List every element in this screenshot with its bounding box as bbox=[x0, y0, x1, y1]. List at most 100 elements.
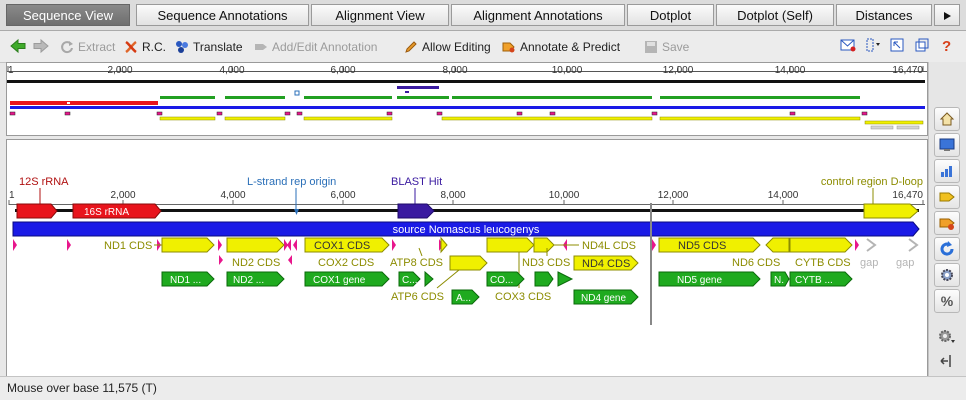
tab-sequence-view[interactable]: Sequence View bbox=[6, 4, 130, 26]
cds-row-2[interactable] bbox=[449, 255, 639, 271]
translate-button[interactable]: Translate bbox=[175, 38, 243, 56]
tab-bar: Sequence View Sequence Annotations Align… bbox=[0, 0, 966, 31]
overview-tick-16470: 16,470 bbox=[892, 65, 923, 76]
label-gap-1: gap bbox=[860, 257, 878, 269]
label-gap-2: gap bbox=[896, 257, 914, 269]
tab-alignment-annotations[interactable]: Alignment Annotations bbox=[451, 4, 625, 26]
email-icon[interactable] bbox=[840, 38, 856, 56]
allow-editing-label: Allow Editing bbox=[422, 40, 491, 54]
gear-options-icon[interactable] bbox=[934, 325, 958, 347]
save-button[interactable]: Save bbox=[644, 38, 689, 56]
feature-source[interactable] bbox=[12, 221, 920, 237]
label-nd5-cds: ND5 CDS bbox=[678, 240, 726, 252]
detail-tick-12000: 12,000 bbox=[658, 190, 689, 201]
split-view-icon[interactable] bbox=[915, 38, 929, 56]
overview-tick-8000: 8,000 bbox=[442, 65, 467, 76]
overview-tick-12000: 12,000 bbox=[663, 65, 694, 76]
reverse-complement-icon bbox=[125, 40, 137, 54]
gene-small-1[interactable] bbox=[424, 270, 434, 288]
label-co-gene: CO... bbox=[490, 275, 513, 286]
home-icon[interactable] bbox=[934, 107, 960, 131]
label-l-strand-origin: L-strand rep origin bbox=[247, 176, 336, 188]
add-edit-annotation-label: Add/Edit Annotation bbox=[272, 40, 378, 54]
gene-atp6[interactable] bbox=[451, 289, 480, 305]
label-cox3-cds: COX3 CDS bbox=[495, 291, 551, 303]
detail-tick-10000: 10,000 bbox=[549, 190, 580, 201]
label-cox1-cds: COX1 CDS bbox=[314, 240, 370, 252]
overview-trnas bbox=[9, 111, 868, 116]
monitor-icon[interactable] bbox=[934, 133, 960, 157]
overview-source bbox=[10, 106, 925, 109]
overview-blast-hit bbox=[397, 86, 439, 89]
tab-dotplot-self[interactable]: Dotplot (Self) bbox=[716, 4, 834, 26]
annotation-arrow-side-icon[interactable] bbox=[934, 185, 960, 209]
sequence-detail-panel[interactable]: 1 2,000 4,000 6,000 8,000 10,000 12,000 … bbox=[6, 139, 928, 377]
gene-nd4[interactable] bbox=[573, 289, 639, 305]
feature-l-strand-origin[interactable] bbox=[294, 209, 299, 215]
tab-distances[interactable]: Distances bbox=[836, 4, 932, 26]
overview-genes bbox=[160, 96, 860, 99]
label-a-gene: A... bbox=[456, 293, 471, 304]
reverse-complement-button[interactable]: R.C. bbox=[124, 38, 166, 56]
overview-rrna bbox=[10, 101, 158, 105]
gap-arrow-2[interactable] bbox=[908, 238, 919, 252]
extract-button[interactable]: Extract bbox=[60, 38, 115, 56]
detail-tick-2000: 2,000 bbox=[110, 190, 135, 201]
tab-alignment-view[interactable]: Alignment View bbox=[311, 4, 449, 26]
annotation-predict-side-icon[interactable] bbox=[934, 211, 960, 235]
detail-tick-4000: 4,000 bbox=[220, 190, 245, 201]
feature-12s-rrna[interactable] bbox=[16, 203, 58, 219]
gene-small-2[interactable] bbox=[534, 271, 554, 287]
label-blast-hit: BLAST Hit bbox=[391, 176, 442, 188]
annotate-predict-icon bbox=[502, 42, 515, 53]
overview-tick-2000: 2,000 bbox=[107, 65, 132, 76]
tab-sequence-annotations[interactable]: Sequence Annotations bbox=[136, 4, 309, 26]
overview-tick-10000: 10,000 bbox=[552, 65, 583, 76]
settings-gear-icon[interactable] bbox=[934, 263, 960, 287]
rc-label: R.C. bbox=[142, 40, 166, 54]
gene-small-3[interactable] bbox=[557, 271, 574, 287]
label-atp8-cds: ATP8 CDS bbox=[390, 257, 443, 269]
overview-origin bbox=[294, 90, 300, 96]
cds-row-1[interactable] bbox=[161, 236, 853, 254]
label-nd1-cds: ND1 CDS bbox=[104, 240, 152, 252]
label-cox1-gene: COX1 gene bbox=[313, 275, 366, 286]
label-c-gene: C... bbox=[402, 275, 418, 286]
sequence-overview-panel[interactable]: 1 2,000 4,000 6,000 8,000 10,000 12,000 … bbox=[6, 62, 928, 136]
translate-label: Translate bbox=[193, 40, 243, 54]
tab-overflow-arrow-icon[interactable] bbox=[934, 4, 960, 26]
overview-sequence-bar bbox=[7, 80, 925, 83]
forward-arrow-icon[interactable] bbox=[33, 38, 49, 56]
detail-svg: 1 2,000 4,000 6,000 8,000 10,000 12,000 … bbox=[8, 176, 925, 325]
collapse-panel-icon[interactable] bbox=[934, 350, 958, 372]
label-nd6-cds: ND6 CDS bbox=[732, 257, 780, 269]
statistics-chart-icon[interactable] bbox=[934, 159, 960, 183]
allow-editing-button[interactable]: Allow Editing bbox=[404, 38, 491, 56]
add-edit-annotation-button[interactable]: Add/Edit Annotation bbox=[254, 38, 377, 56]
tab-dotplot[interactable]: Dotplot bbox=[627, 4, 714, 26]
save-label: Save bbox=[662, 40, 690, 54]
detail-tick-14000: 14,000 bbox=[768, 190, 799, 201]
save-icon bbox=[645, 41, 657, 53]
label-cox2-cds: COX2 CDS bbox=[318, 257, 374, 269]
label-nd4-cds: ND4 CDS bbox=[582, 258, 630, 270]
extract-icon bbox=[61, 41, 73, 54]
overview-tick-6000: 6,000 bbox=[330, 65, 355, 76]
refresh-icon[interactable] bbox=[934, 237, 960, 261]
overview-tick-1: 1 bbox=[8, 65, 14, 76]
gap-arrow-1[interactable] bbox=[866, 238, 877, 252]
percent-icon[interactable]: % bbox=[934, 289, 960, 313]
annotate-predict-button[interactable]: Annotate & Predict bbox=[502, 38, 620, 56]
overview-cds bbox=[159, 116, 924, 125]
help-icon[interactable]: ? bbox=[941, 38, 953, 56]
expand-window-icon[interactable] bbox=[890, 38, 904, 56]
feature-16s-rrna[interactable] bbox=[72, 203, 162, 219]
detail-tick-8000: 8,000 bbox=[440, 190, 465, 201]
back-arrow-icon[interactable] bbox=[10, 38, 26, 56]
feature-blast-hit[interactable] bbox=[397, 203, 435, 219]
status-text: Mouse over base 11,575 (T) bbox=[7, 381, 157, 395]
gene-row-1[interactable] bbox=[161, 271, 853, 287]
feature-control-region[interactable] bbox=[863, 203, 919, 219]
column-options-icon[interactable] bbox=[865, 38, 881, 56]
cursor-position-line[interactable] bbox=[650, 203, 652, 325]
